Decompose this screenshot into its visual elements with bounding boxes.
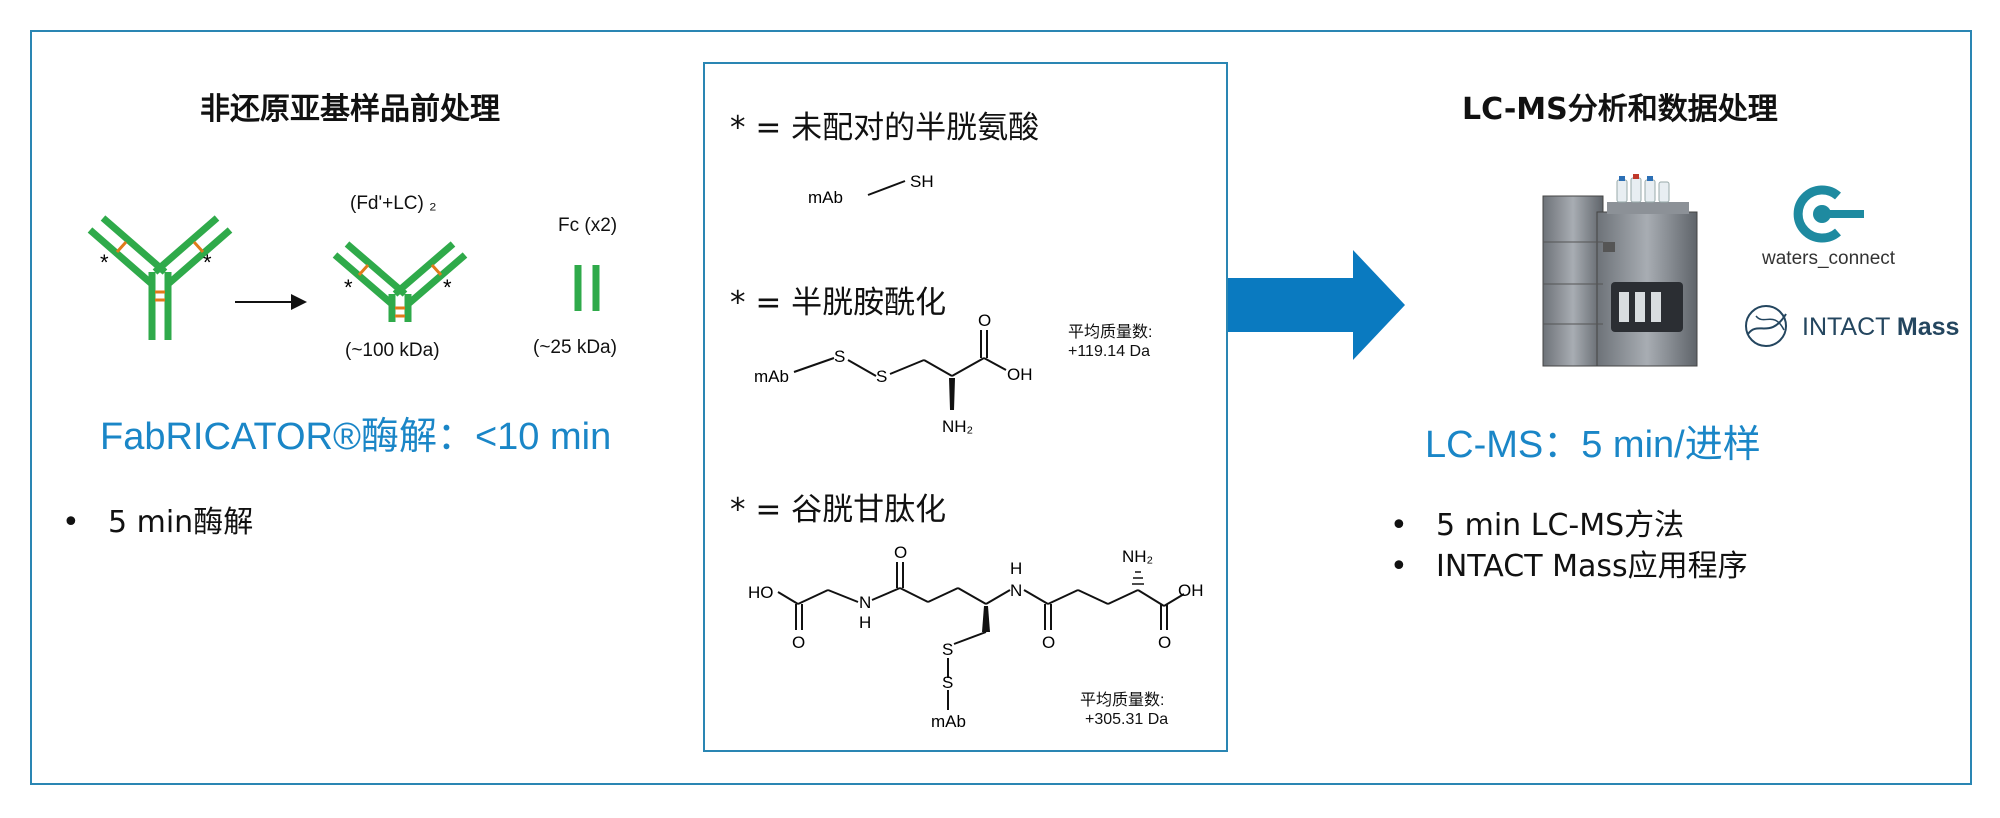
left-title: 非还原亚基样品前处理 xyxy=(200,92,500,127)
antibody-fc-icon xyxy=(574,265,600,311)
svg-text:O: O xyxy=(792,633,805,652)
intact-mass-logo-icon xyxy=(1745,305,1787,347)
antibody-intact-icon: * * xyxy=(87,215,233,340)
svg-text:*: * xyxy=(344,275,353,300)
svg-text:O: O xyxy=(978,311,991,330)
svg-text:H: H xyxy=(859,613,871,632)
atom-sh: SH xyxy=(910,172,934,191)
list-item: •5 min酶解 xyxy=(62,505,254,540)
svg-text:OH: OH xyxy=(1007,365,1033,384)
svg-text:S: S xyxy=(942,673,953,692)
fc-label: Fc (x2) xyxy=(558,215,618,236)
fd-lc-label: (Fd'+LC) ₂ xyxy=(350,193,437,214)
legend-glutathionylation: * = 谷胱甘肽化 xyxy=(730,492,947,528)
mass-label-cysteinylation: 平均质量数: xyxy=(1068,324,1153,341)
lcms-instrument-icon xyxy=(1542,174,1698,367)
legend-free-cysteine: * = 未配对的半胱氨酸 xyxy=(730,110,1040,146)
left-bullet-list: •5 min酶解 xyxy=(62,497,253,541)
arrow-right-icon xyxy=(235,294,307,310)
waters-connect-logo-text: waters_connect xyxy=(1762,248,1896,269)
svg-text:mAb: mAb xyxy=(931,712,966,731)
outer-frame xyxy=(30,30,1972,785)
svg-text:H: H xyxy=(1010,559,1022,578)
svg-text:NH₂: NH₂ xyxy=(1122,547,1153,566)
atom-mab: mAb xyxy=(808,188,843,207)
svg-text:HO: HO xyxy=(748,583,774,602)
svg-text:O: O xyxy=(894,543,907,562)
fd-lc-mass: (~100 kDa) xyxy=(345,340,440,361)
svg-text:S: S xyxy=(834,347,845,366)
waters-connect-logo-icon xyxy=(1793,185,1864,243)
svg-text:NH₂: NH₂ xyxy=(942,417,973,436)
modification-legend-box xyxy=(703,62,1228,752)
antibody-fab-icon: * * xyxy=(332,241,468,322)
svg-text:*: * xyxy=(203,250,212,275)
left-headline: FabRICATOR®酶解：<10 min xyxy=(100,416,612,458)
structure-free-cysteine: mAb SH xyxy=(808,172,934,207)
svg-text:mAb: mAb xyxy=(754,367,789,386)
mass-value-glutathionylation: +305.31 Da xyxy=(1085,711,1169,728)
svg-text:*: * xyxy=(443,275,452,300)
mass-label-glutathionylation: 平均质量数: xyxy=(1080,692,1165,709)
right-title: LC-MS分析和数据处理 xyxy=(1462,92,1778,127)
workflow-arrow-icon xyxy=(1228,250,1405,360)
svg-text:O: O xyxy=(1042,633,1055,652)
structure-cysteinylation: mAb S S O OH NH₂ xyxy=(754,311,1033,436)
svg-text:S: S xyxy=(942,640,953,659)
intact-mass-logo-text: INTACT Mass xyxy=(1802,313,1960,341)
structure-glutathionylation: HO O N H O H N O NH₂ O OH S S mAb xyxy=(748,543,1204,731)
svg-text:S: S xyxy=(876,367,887,386)
svg-text:N: N xyxy=(859,593,871,612)
svg-text:OH: OH xyxy=(1178,581,1204,600)
svg-text:*: * xyxy=(100,250,109,275)
svg-text:O: O xyxy=(1158,633,1171,652)
list-item: •5 min LC-MS方法 xyxy=(1390,508,1685,543)
fc-mass: (~25 kDa) xyxy=(533,337,617,358)
list-item: •INTACT Mass应用程序 xyxy=(1390,549,1748,584)
right-bullet-list: •5 min LC-MS方法 •INTACT Mass应用程序 xyxy=(1390,505,1748,587)
right-headline: LC-MS：5 min/进样 xyxy=(1425,424,1761,466)
legend-cysteinylation: * = 半胱胺酰化 xyxy=(730,285,947,321)
mass-value-cysteinylation: +119.14 Da xyxy=(1068,343,1150,360)
svg-text:N: N xyxy=(1010,581,1022,600)
